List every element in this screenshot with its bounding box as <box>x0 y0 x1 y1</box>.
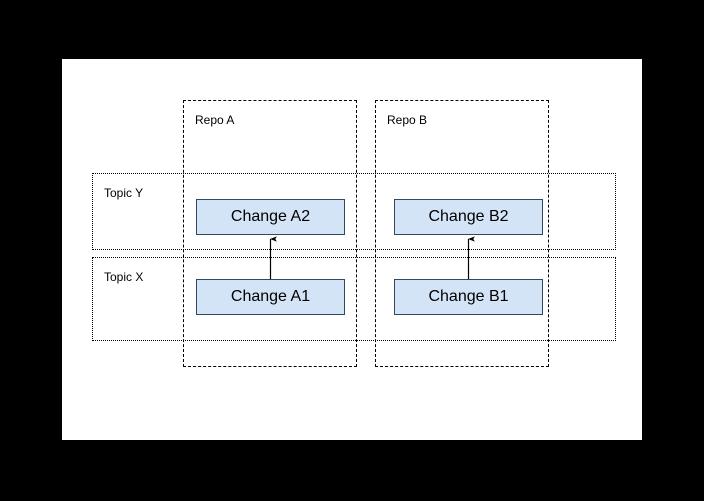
change-label-b2: Change B2 <box>428 208 509 225</box>
topic-container-y[interactable]: Topic Y <box>92 173 616 250</box>
repo-label-b: Repo B <box>387 113 428 127</box>
repo-label-a: Repo A <box>195 113 235 127</box>
change-label-b1: Change B1 <box>428 288 509 305</box>
change-label-a1: Change A1 <box>230 288 311 305</box>
topic-label-y: Topic Y <box>104 186 144 200</box>
change-node-b2[interactable]: Change B2 <box>394 199 543 235</box>
topic-label-x: Topic X <box>104 270 144 284</box>
change-node-a1[interactable]: Change A1 <box>196 279 345 315</box>
topic-container-x[interactable]: Topic X <box>92 257 616 341</box>
change-label-a2: Change A2 <box>230 208 311 225</box>
repo-container-b[interactable]: Repo B <box>375 100 549 367</box>
repo-container-a[interactable]: Repo A <box>183 100 357 367</box>
diagram-canvas: Topic Y Topic X Repo A Repo B Change A2 <box>62 59 642 440</box>
change-node-b1[interactable]: Change B1 <box>394 279 543 315</box>
change-node-a2[interactable]: Change A2 <box>196 199 345 235</box>
